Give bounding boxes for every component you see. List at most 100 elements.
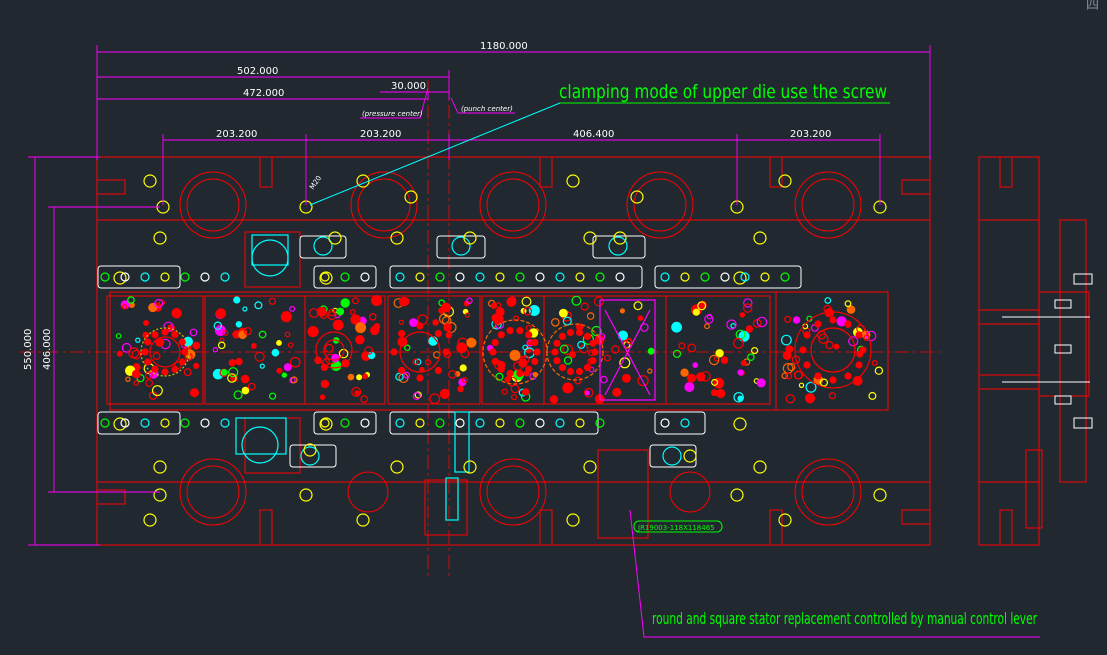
- dowel-hole: [328, 231, 342, 245]
- station-hole: [373, 323, 381, 330]
- station-hole: [756, 378, 766, 388]
- dowel-hole: [566, 174, 580, 188]
- station-hole: [686, 373, 696, 383]
- stator-petal: [799, 346, 807, 354]
- rail-hole: [760, 272, 770, 282]
- station-hole: [242, 306, 248, 312]
- dowel-hole: [319, 271, 333, 285]
- stator-petal: [489, 348, 497, 356]
- station-hole: [330, 360, 342, 372]
- dowel-hole: [390, 460, 404, 474]
- station-hole: [403, 371, 411, 379]
- rail-hole: [415, 272, 425, 282]
- station-hole: [611, 345, 620, 354]
- station-hole: [235, 357, 243, 366]
- station-hole: [307, 326, 319, 338]
- station-hole: [528, 305, 540, 317]
- station-hole: [121, 304, 128, 310]
- small-labels: (pressure center) (punch center) M20: [308, 105, 513, 191]
- station-hole: [121, 342, 132, 353]
- rail-hole: [340, 418, 350, 428]
- station-hole: [414, 358, 422, 366]
- rail-hole: [360, 272, 370, 282]
- dim-height-inner: 406.000: [42, 329, 53, 370]
- station-hole: [412, 358, 419, 366]
- stator-petal: [506, 369, 514, 377]
- station-hole: [739, 312, 746, 318]
- stator-petal: [531, 357, 539, 366]
- dim-pitch-4: 203.200: [790, 129, 831, 140]
- station-hole: [784, 372, 792, 380]
- station-hole: [720, 356, 729, 365]
- station-hole: [233, 296, 241, 304]
- station-hole: [281, 372, 287, 378]
- station-hole: [128, 347, 140, 359]
- station-hole: [625, 337, 633, 345]
- dowel-holes: [113, 174, 887, 527]
- station-hole: [598, 333, 606, 340]
- station-hole: [398, 319, 404, 325]
- stator-petal: [525, 365, 533, 373]
- station-hole: [289, 356, 301, 368]
- rail-hole: [395, 272, 405, 282]
- dim-pitch-1: 203.200: [216, 129, 257, 140]
- rail-hole: [100, 272, 110, 282]
- stator-petal: [566, 367, 575, 376]
- dowel-hole: [730, 488, 744, 502]
- rail-hole: [200, 272, 210, 282]
- rail-hole: [555, 272, 565, 282]
- punch-stations: [115, 295, 884, 405]
- screw-note: clamping mode of upper die use the screw: [559, 81, 887, 103]
- station-hole: [706, 313, 713, 320]
- station-hole: [171, 308, 182, 319]
- station-hole: [798, 382, 805, 388]
- stator-petal: [497, 331, 505, 339]
- rail-hole: [395, 418, 405, 428]
- station-hole: [399, 296, 409, 307]
- stator-petal: [151, 331, 159, 339]
- stator-petal: [434, 366, 442, 374]
- station-hole: [254, 351, 265, 362]
- station-hole: [781, 334, 792, 346]
- station-hole: [680, 368, 689, 377]
- rail-hole: [455, 418, 465, 428]
- station-hole: [825, 341, 834, 350]
- station-hole: [704, 314, 714, 324]
- station-hole: [510, 394, 518, 401]
- station-hole: [637, 375, 649, 387]
- station-hole: [562, 382, 574, 394]
- station-hole: [704, 323, 710, 330]
- station-hole: [550, 317, 560, 327]
- rail-hole: [700, 272, 710, 282]
- rail-hole: [680, 418, 690, 428]
- station-hole: [747, 353, 755, 362]
- dowel-hole: [583, 231, 597, 245]
- rail-hole: [140, 272, 150, 282]
- stator-petal: [859, 346, 867, 354]
- stator-petal: [589, 339, 597, 347]
- station-hole: [525, 324, 532, 331]
- stator-petal: [583, 364, 592, 372]
- station-hole: [287, 342, 294, 348]
- station-hole: [737, 369, 744, 376]
- station-hole: [824, 297, 832, 304]
- rail-hole: [515, 418, 525, 428]
- station-hole: [250, 343, 257, 349]
- rail-hole: [495, 418, 505, 428]
- stator-petal: [803, 361, 811, 369]
- station-hole: [280, 311, 292, 323]
- station-hole: [520, 354, 530, 364]
- station-hole: [354, 390, 360, 396]
- m20-label: M20: [308, 174, 323, 191]
- station-hole: [258, 330, 267, 339]
- station-hole: [586, 312, 595, 320]
- stator-petal: [161, 368, 169, 376]
- station-hole: [562, 344, 574, 356]
- rail-hole: [660, 272, 670, 282]
- stator-petal: [814, 320, 822, 328]
- station-hole: [457, 385, 464, 393]
- stator-petal: [829, 316, 837, 324]
- station-hole: [212, 347, 219, 353]
